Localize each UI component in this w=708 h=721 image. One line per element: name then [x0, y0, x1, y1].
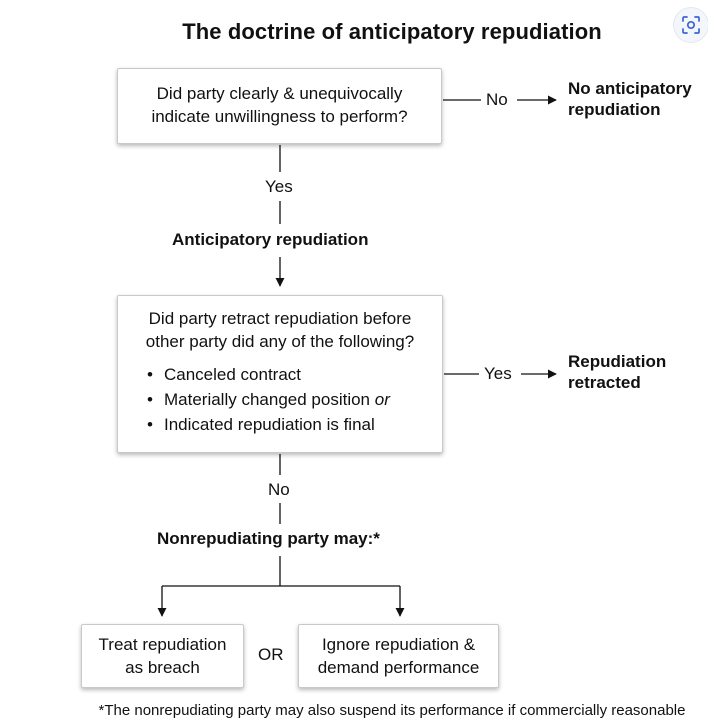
question-1-line-1: Did party clearly & unequivocally — [156, 84, 403, 103]
lens-icon — [682, 16, 700, 34]
question-2-bullets: Canceled contract Materially changed pos… — [118, 363, 442, 438]
q1-yes-label: Yes — [265, 177, 293, 196]
question-2-box: Did party retract repudiation before oth… — [117, 295, 443, 453]
outcome-retracted-line-1: Repudiation — [568, 352, 667, 371]
q2-no-label: No — [268, 480, 290, 499]
option-demand-performance: Ignore repudiation & demand performance — [298, 624, 499, 688]
q1-no-label: No — [486, 90, 508, 109]
question-2-line-2: other party did any of the following? — [145, 332, 415, 351]
question-1-box: Did party clearly & unequivocally indica… — [117, 68, 442, 144]
bullet-item: Indicated repudiation is final — [118, 413, 442, 438]
question-1-line-2: indicate unwillingness to perform? — [151, 107, 408, 126]
option-right-line-2: demand performance — [317, 658, 480, 677]
nonrepudiating-party-label: Nonrepudiating party may:* — [157, 529, 380, 548]
q2-yes-label: Yes — [484, 364, 512, 383]
image-search-icon[interactable] — [674, 8, 708, 42]
bullet-item: Materially changed position or — [118, 388, 442, 413]
footnote: *The nonrepudiating party may also suspe… — [98, 702, 686, 719]
bullet-or: or — [374, 390, 390, 409]
outcome-repudiation-retracted: Repudiation retracted — [568, 351, 666, 393]
outcome-no-line-2: repudiation — [568, 100, 661, 119]
bullet-item: Canceled contract — [118, 363, 442, 388]
outcome-retracted-line-2: retracted — [568, 373, 641, 392]
question-2-line-1: Did party retract repudiation before — [148, 309, 412, 328]
option-left-line-2: as breach — [125, 658, 200, 677]
or-connector: OR — [258, 645, 284, 664]
option-treat-as-breach: Treat repudiation as breach — [81, 624, 244, 688]
anticipatory-repudiation-label: Anticipatory repudiation — [172, 230, 369, 249]
outcome-no-anticipatory-repudiation: No anticipatory repudiation — [568, 78, 692, 120]
option-left-line-1: Treat repudiation — [98, 635, 227, 654]
option-right-line-1: Ignore repudiation & — [321, 635, 476, 654]
outcome-no-line-1: No anticipatory — [568, 79, 692, 98]
diagram-title: The doctrine of anticipatory repudiation — [182, 19, 602, 44]
